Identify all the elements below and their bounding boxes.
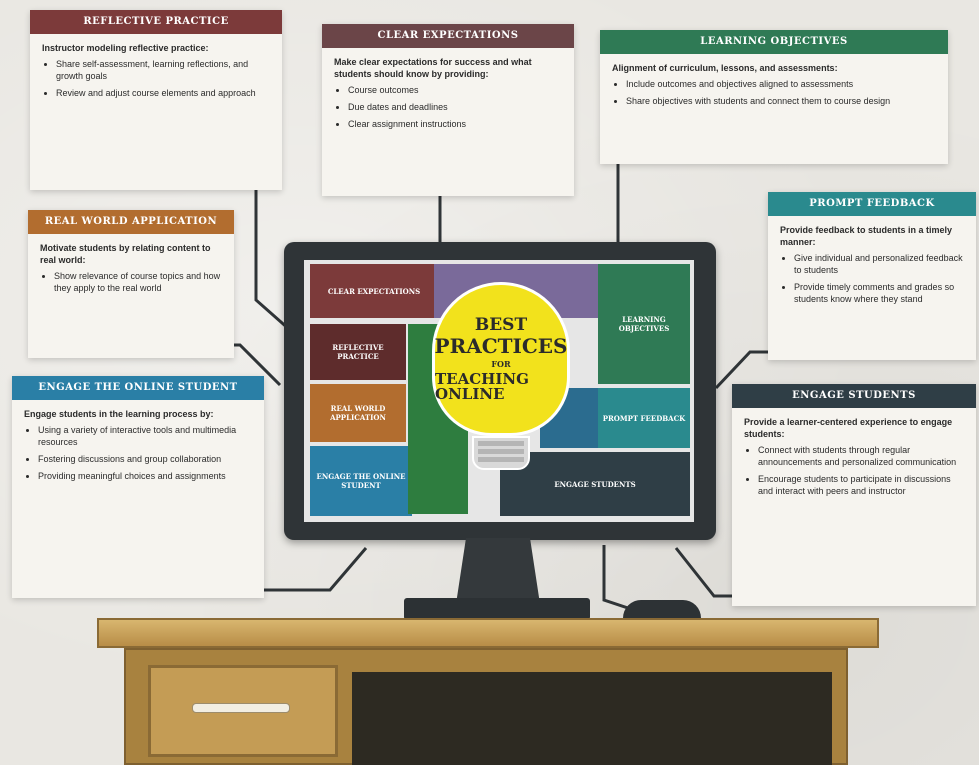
card-bullet: Due dates and deadlines	[348, 101, 562, 113]
card-bullet: Fostering discussions and group collabor…	[38, 453, 252, 465]
card-bullets: Connect with students through regular an…	[744, 444, 964, 497]
tile-engage-students: Engage Students	[500, 452, 690, 516]
drawer-handle	[192, 703, 290, 713]
lightbulb-base	[472, 436, 530, 470]
connector-engage-online	[238, 547, 368, 592]
tile-clear-expectations: Clear Expectations	[310, 264, 438, 318]
card-bullet: Connect with students through regular an…	[758, 444, 964, 468]
connector-reflective	[254, 176, 291, 332]
card-header: Clear Expectations	[322, 24, 574, 48]
card-bullet: Share objectives with students and conne…	[626, 95, 936, 107]
card-header: Engage the Online Student	[12, 376, 264, 400]
card-bullet: Show relevance of course topics and how …	[54, 270, 222, 294]
card-clear-expectations: Clear Expectations Make clear expectatio…	[322, 24, 574, 196]
card-bullet: Provide timely comments and grades so st…	[794, 281, 964, 305]
lightbulb-stripe	[478, 441, 524, 446]
monitor: Clear Expectations Reflective Practice R…	[284, 242, 716, 540]
tile-prompt-feedback: Prompt Feedback	[598, 388, 690, 448]
card-bullet: Review and adjust course elements and ap…	[56, 87, 270, 99]
tile-real-world-application: Real World Application	[310, 384, 406, 442]
card-header: Real World Application	[28, 210, 234, 234]
card-bullet: Give individual and personalized feedbac…	[794, 252, 964, 276]
card-bullets: Give individual and personalized feedbac…	[780, 252, 964, 305]
lightbulb-stripe	[478, 457, 524, 462]
card-bullets: Show relevance of course topics and how …	[40, 270, 222, 294]
card-intro: Alignment of curriculum, lessons, and as…	[612, 63, 838, 73]
title-line-3: for	[491, 358, 511, 369]
card-intro: Motivate students by relating content to…	[40, 243, 211, 265]
card-header: Engage Students	[732, 384, 976, 408]
card-bullet: Using a variety of interactive tools and…	[38, 424, 252, 448]
tile-learning-objectives: Learning Objectives	[598, 264, 690, 384]
card-bullets: Using a variety of interactive tools and…	[24, 424, 252, 482]
card-bullet: Providing meaningful choices and assignm…	[38, 470, 252, 482]
card-reflective-practice: Reflective Practice Instructor modeling …	[30, 10, 282, 190]
title-line-1: Best	[474, 314, 528, 335]
monitor-stand	[456, 538, 540, 604]
card-learning-objectives: Learning Objectives Alignment of curricu…	[600, 30, 948, 164]
lightbulb-stripe	[478, 449, 524, 454]
card-header: Reflective Practice	[30, 10, 282, 34]
card-header: Learning Objectives	[600, 30, 948, 54]
card-intro: Provide a learner-centered experience to…	[744, 417, 953, 439]
desk-top	[97, 618, 879, 648]
card-intro: Engage students in the learning process …	[24, 409, 214, 419]
lightbulb: Best Practices for Teaching Online	[432, 282, 570, 436]
card-prompt-feedback: Prompt Feedback Provide feedback to stud…	[768, 192, 976, 360]
title-line-4: Teaching Online	[435, 369, 529, 403]
card-bullet: Include outcomes and objectives aligned …	[626, 78, 936, 90]
monitor-screen: Clear Expectations Reflective Practice R…	[304, 260, 694, 522]
card-intro: Instructor modeling reflective practice:	[42, 43, 209, 53]
card-bullets: Course outcomes Due dates and deadlines …	[334, 84, 562, 130]
card-bullet: Course outcomes	[348, 84, 562, 96]
card-bullet: Share self-assessment, learning reflecti…	[56, 58, 270, 82]
desk-opening	[352, 672, 832, 765]
tile-engage-online-student: Engage the Online Student	[310, 446, 412, 516]
card-bullet: Encourage students to participate in dis…	[758, 473, 964, 497]
tile-reflective-practice: Reflective Practice	[310, 324, 406, 380]
card-engage-students: Engage Students Provide a learner-center…	[732, 384, 976, 606]
card-bullets: Share self-assessment, learning reflecti…	[42, 58, 270, 99]
monitor-foot	[404, 598, 590, 620]
card-bullet: Clear assignment instructions	[348, 118, 562, 130]
card-bullets: Include outcomes and objectives aligned …	[612, 78, 936, 107]
card-intro: Make clear expectations for success and …	[334, 57, 532, 79]
card-header: Prompt Feedback	[768, 192, 976, 216]
card-engage-online-student: Engage the Online Student Engage student…	[12, 376, 264, 598]
title-line-2: Practices	[434, 333, 568, 358]
card-real-world-application: Real World Application Motivate students…	[28, 210, 234, 358]
card-intro: Provide feedback to students in a timely…	[780, 225, 953, 247]
